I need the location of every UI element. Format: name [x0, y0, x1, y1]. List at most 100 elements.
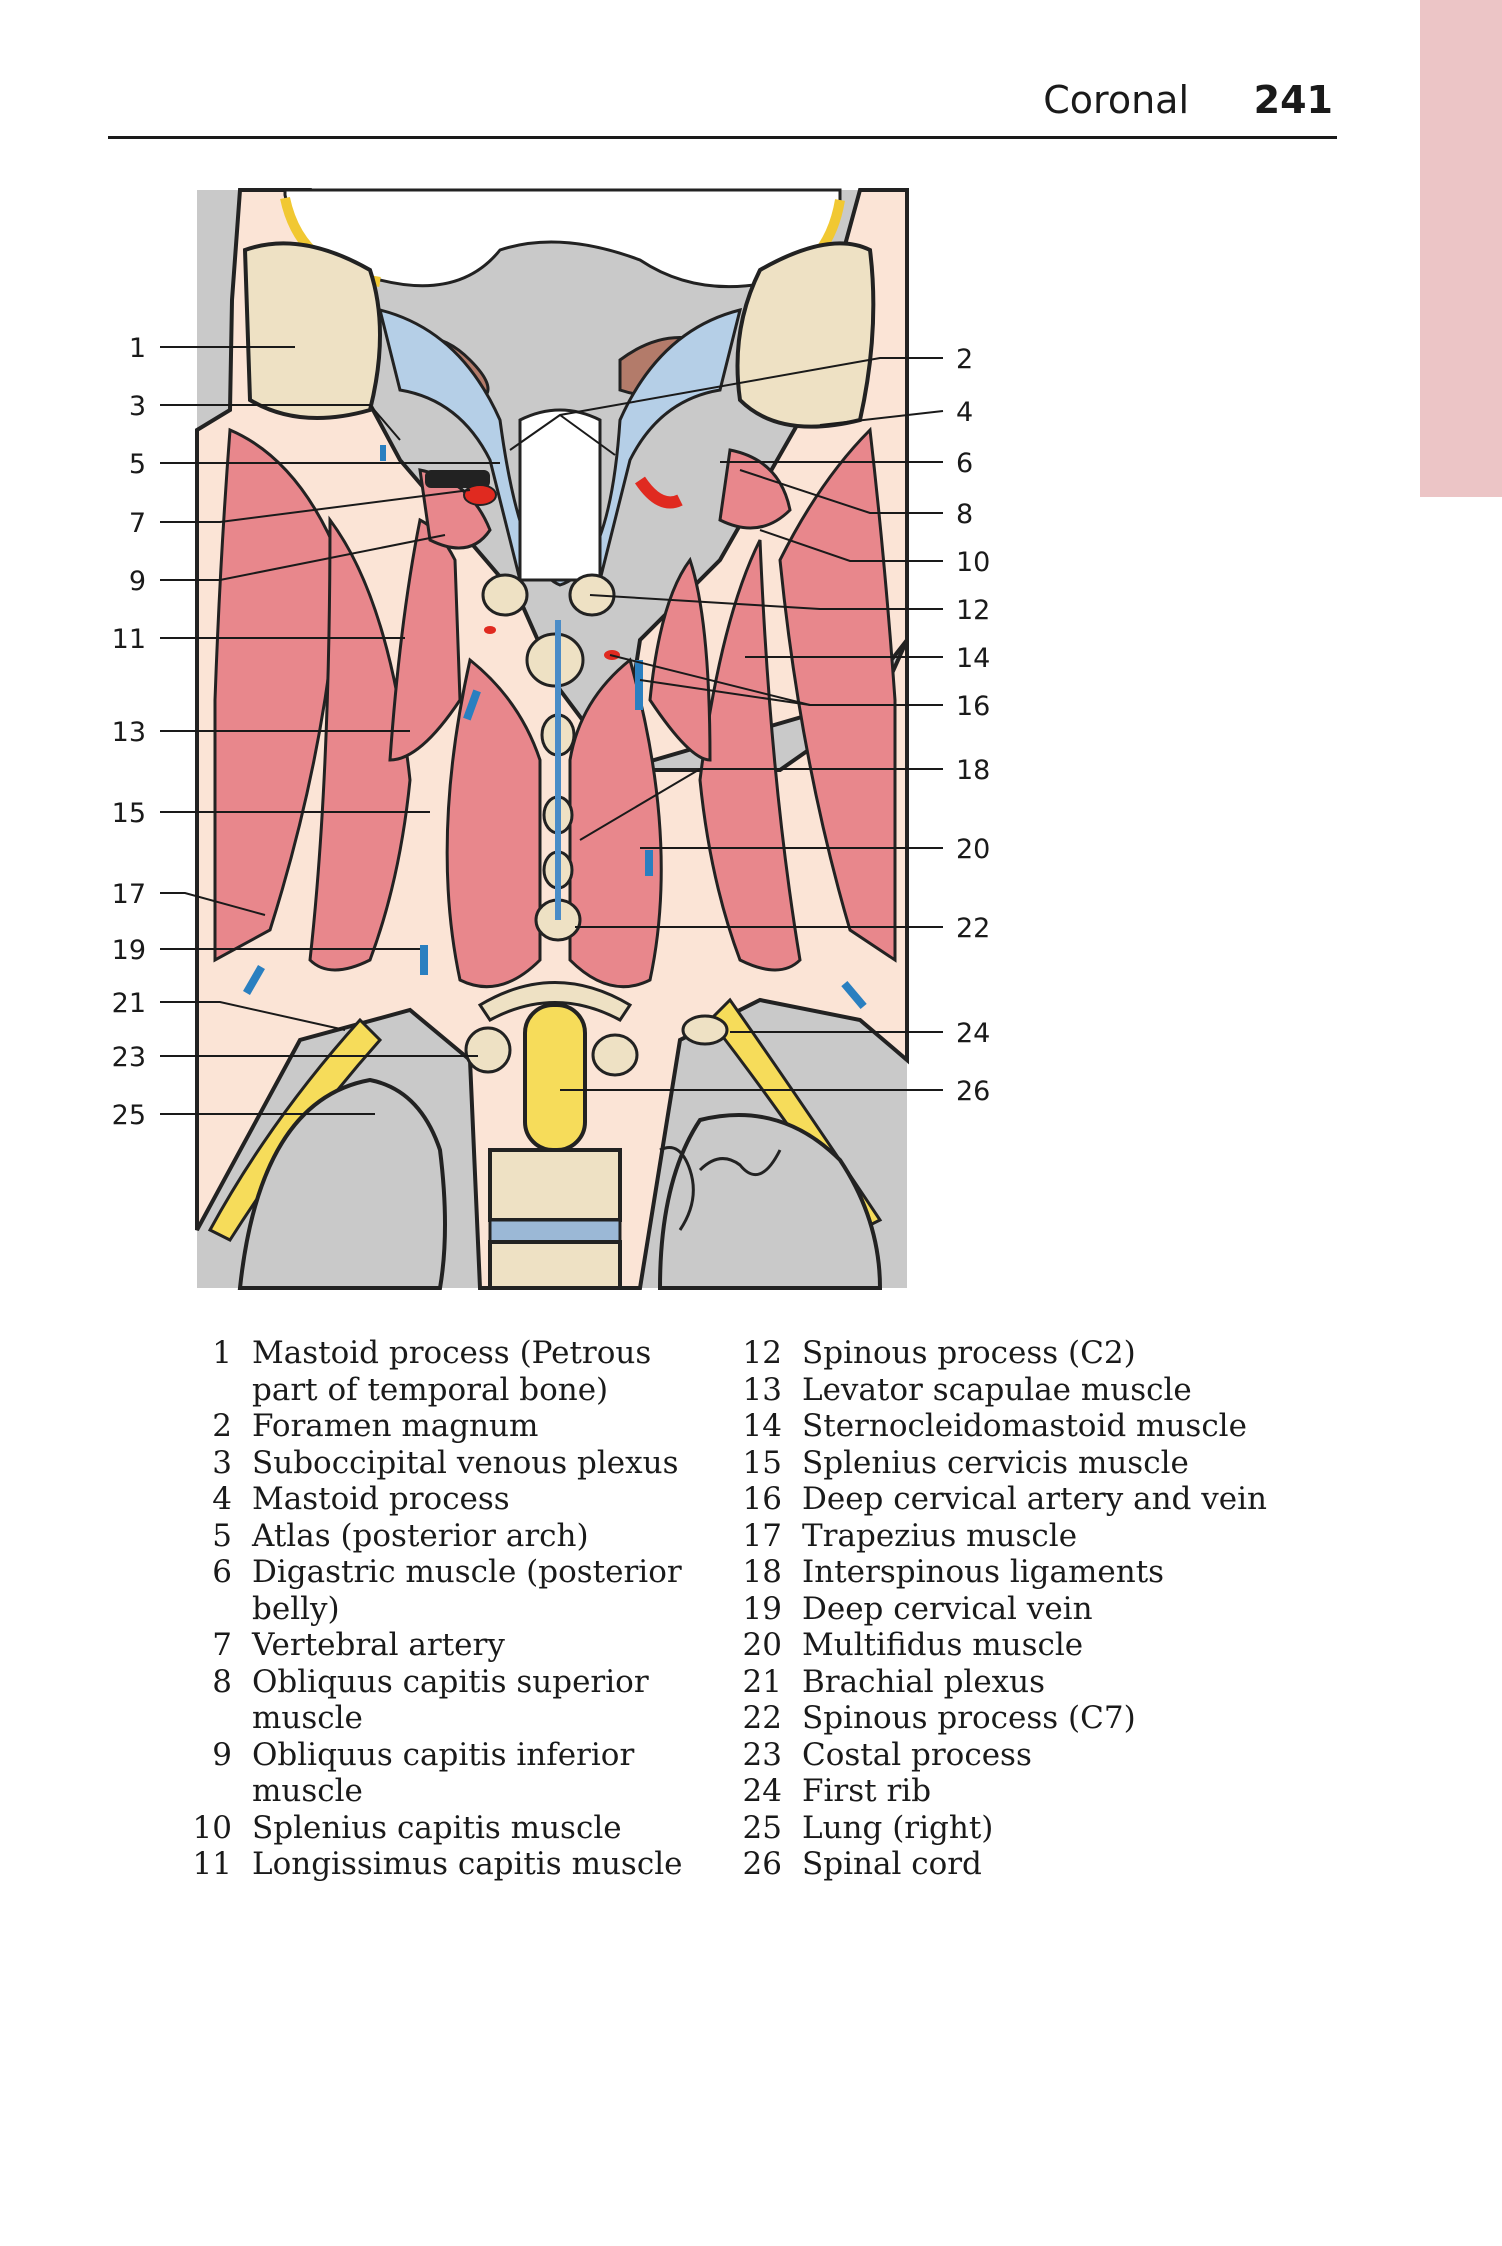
page-header: Coronal 241 — [108, 70, 1337, 139]
legend-text: Obliquus capitis superior muscle — [252, 1663, 649, 1737]
legend-text: Atlas (posterior arch) — [252, 1517, 589, 1554]
legend-item: 9 Obliquus capitis inferior muscle — [180, 1737, 700, 1810]
legend-text: Interspinous ligaments — [802, 1554, 1165, 1590]
label-19: 19 — [112, 935, 146, 966]
label-1: 1 — [129, 333, 146, 364]
legend-text: Longissimus capitis muscle — [252, 1846, 683, 1882]
mastoid-left — [242, 241, 382, 420]
chapter-thumb-tab — [1420, 0, 1502, 497]
legend-text: Splenius cervicis muscle — [802, 1444, 1189, 1481]
label-3: 3 — [129, 391, 146, 422]
legend-item: 23 Costal process — [730, 1737, 1290, 1774]
label-25: 25 — [112, 1100, 146, 1131]
legend-item: 5 Atlas (posterior arch) — [180, 1518, 700, 1555]
legend-number: 4 — [212, 1481, 232, 1517]
label-10: 10 — [956, 547, 990, 578]
label-9: 9 — [129, 566, 146, 597]
legend-number: 11 — [192, 1846, 232, 1882]
legend-item: 3 Suboccipital venous plexus — [180, 1445, 700, 1482]
legend-number: 19 — [742, 1590, 782, 1627]
legend-text: Mastoid process — [252, 1481, 510, 1517]
mastoid-right — [735, 241, 876, 429]
multifidus-left — [445, 657, 542, 989]
vertebral-body-lower — [488, 1240, 622, 1290]
legend-text: First rib — [802, 1773, 932, 1809]
legend-number: 9 — [212, 1736, 232, 1773]
legend-number: 5 — [212, 1517, 232, 1554]
spinal-cord — [523, 1003, 587, 1152]
vertebral-body — [488, 1148, 622, 1222]
lung-right — [237, 1077, 447, 1290]
legend-text: Costal process — [802, 1736, 1032, 1773]
coronal-neck-illustration: 1 3 5 7 9 11 13 15 17 19 21 23 25 2 4 6 … — [112, 188, 990, 1290]
label-2: 2 — [956, 344, 973, 375]
label-26: 26 — [956, 1076, 990, 1107]
costal-process-left — [464, 1026, 512, 1074]
legend-number: 1 — [212, 1335, 232, 1371]
label-21: 21 — [112, 988, 146, 1019]
legend-text: Foramen magnum — [252, 1408, 539, 1444]
label-23: 23 — [112, 1042, 146, 1073]
legend-number: 23 — [742, 1736, 782, 1773]
legend-text: Splenius capitis muscle — [252, 1809, 622, 1846]
label-13: 13 — [112, 717, 146, 748]
section-title: Coronal — [1043, 78, 1189, 122]
leader-lines-right — [509, 357, 944, 1091]
medulla — [518, 408, 602, 582]
legend-text: Digastric muscle (posterior belly) — [252, 1554, 682, 1627]
vertebral-arch — [477, 981, 633, 1022]
label-8: 8 — [956, 499, 973, 530]
leader-lines-left — [160, 346, 500, 1115]
label-15: 15 — [112, 798, 146, 829]
legend-item: 11 Longissimus capitis muscle — [180, 1846, 700, 1883]
legend-item: 22 Spinous process (C7) — [730, 1700, 1290, 1737]
legend-text: Deep cervical vein — [802, 1590, 1093, 1627]
label-14: 14 — [956, 643, 990, 674]
intervertebral-disc — [488, 1218, 622, 1244]
first-rib-right — [681, 1014, 729, 1046]
label-17: 17 — [112, 879, 146, 910]
legend-number: 7 — [212, 1627, 232, 1663]
legend-text: Multifidus muscle — [802, 1627, 1084, 1663]
legend-number: 14 — [742, 1408, 782, 1444]
label-16: 16 — [956, 691, 990, 722]
legend-text: Spinous process (C2) — [802, 1335, 1136, 1371]
legend-text: Brachial plexus — [802, 1663, 1046, 1700]
legend-number: 10 — [192, 1809, 232, 1846]
legend-number: 26 — [742, 1846, 782, 1882]
legend-text: Spinous process (C7) — [802, 1700, 1136, 1736]
label-22: 22 — [956, 913, 990, 944]
sternocleidomastoid-right — [698, 539, 802, 972]
legend-number: 16 — [742, 1481, 782, 1517]
obliquus-right — [718, 448, 792, 530]
legend-number: 22 — [742, 1700, 782, 1736]
legend-item: 26 Spinal cord — [730, 1846, 1290, 1883]
legend-text: Spinal cord — [802, 1846, 982, 1882]
anatomy-figure: 1 3 5 7 9 11 13 15 17 19 21 23 25 2 4 6 … — [112, 188, 990, 1290]
legend-text: Vertebral artery — [252, 1627, 505, 1663]
legend-item: 19 Deep cervical vein — [730, 1591, 1290, 1628]
legend-number: 17 — [742, 1517, 782, 1554]
lung-left — [657, 1113, 883, 1290]
label-7: 7 — [129, 508, 146, 539]
legend-number: 3 — [212, 1444, 232, 1481]
legend-number: 18 — [742, 1554, 782, 1590]
legend-text: Suboccipital venous plexus — [252, 1444, 679, 1481]
legend-number: 13 — [742, 1371, 782, 1408]
costal-process-right — [591, 1033, 639, 1077]
legend-text: Obliquus capitis inferior muscle — [252, 1736, 635, 1810]
legend-item: 7 Vertebral artery — [180, 1627, 700, 1664]
